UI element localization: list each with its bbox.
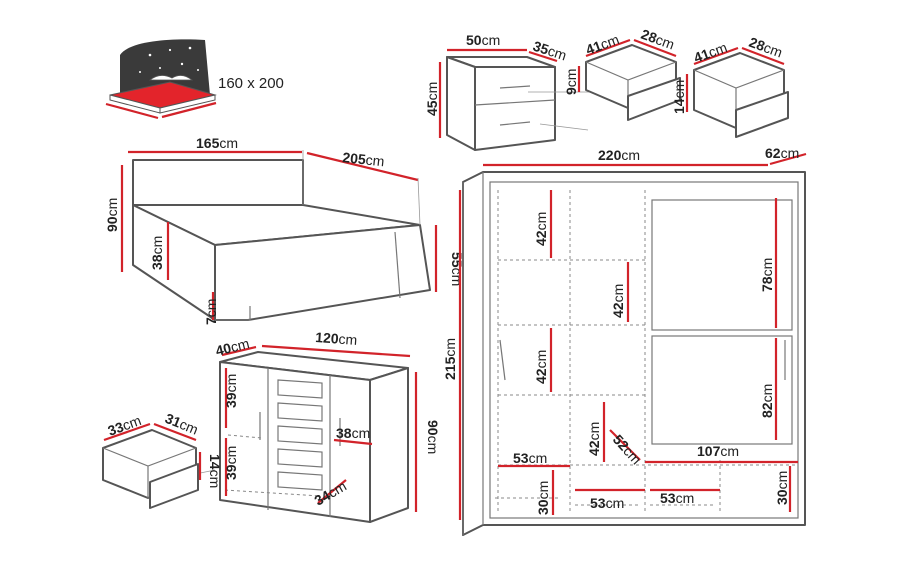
dresser-drawer-fronts: [277, 379, 323, 491]
drawer-upper-height-label: 9cm: [563, 69, 579, 95]
dresser-drawer-depth-label: 34cm: [312, 478, 350, 509]
dresser-drawer-front: [149, 463, 199, 509]
dresser-shelf-upper-label: 39cm: [223, 374, 239, 408]
dresser-width-label: 120cm: [315, 329, 358, 348]
wardrobe-mirror-upper: [651, 199, 793, 331]
wardrobe-door-handle: [499, 339, 506, 381]
star: [180, 62, 184, 66]
wardrobe-bottom-right-width-label: 107cm: [697, 443, 739, 459]
dresser-drawer-width-label-2: 33cm: [106, 412, 144, 439]
wardrobe-hanging-upper-label: 78cm: [759, 258, 775, 292]
drawer-lower-depth-line: [741, 46, 785, 66]
nightstand-width-label: 50cm: [466, 32, 500, 48]
bed-frame-height-label: 38cm: [149, 236, 165, 270]
dresser-depth-label: 40cm: [214, 335, 251, 359]
nightstand-side: [446, 56, 476, 151]
bed-drawing: [132, 159, 431, 321]
wardrobe-bottom-mid-2-label: 53cm: [660, 490, 694, 506]
dresser-leader-line: [224, 489, 321, 497]
wardrobe-height-label: 215cm: [442, 338, 458, 380]
mattress-side: [159, 94, 216, 114]
wardrobe-shelf-2-label: 42cm: [610, 284, 626, 318]
dresser-drawer-width-line: [333, 438, 373, 446]
nightstand-handle: [499, 121, 531, 126]
wardrobe-bottom-mid-1-label: 53cm: [590, 495, 624, 511]
drawer-upper-drawing: [585, 44, 681, 121]
wardrobe-shelf-1-label: 42cm: [533, 212, 549, 246]
wardrobe-shell: [462, 171, 806, 536]
bed-length-line: [306, 151, 419, 182]
dresser-drawer-edge: [102, 447, 197, 498]
dresser-drawer-depth-label-2: 31cm: [163, 410, 201, 438]
wardrobe-depth-label: 62cm: [765, 145, 799, 161]
drawer-lower-width-line: [693, 46, 739, 66]
nightstand-depth-label: 35cm: [531, 38, 569, 64]
dresser-drawer-drawing: [102, 429, 199, 509]
bed-leg: [215, 306, 251, 321]
bed-leg-height-label: 7cm: [203, 299, 219, 325]
nightstand-front: [474, 66, 556, 151]
wardrobe-mirror-lower: [651, 335, 793, 445]
wardrobe-inner-shelf: [498, 259, 798, 466]
bed-length-label: 205cm: [342, 149, 385, 169]
dresser-drawer-width-label: 38cm: [336, 425, 370, 441]
wardrobe-door-frame: [489, 181, 799, 519]
pillow-shape: [148, 75, 194, 81]
wardrobe-bottom-right-height-label: 30cm: [774, 471, 790, 505]
wardrobe-shelf-4-label: 42cm: [586, 422, 602, 456]
bed-foot-post: [394, 231, 401, 299]
drawer-lower-height-label: 14cm: [671, 80, 687, 114]
nightstand-drawer-split: [474, 99, 556, 106]
nightstand-height-label: 45cm: [424, 82, 440, 116]
dresser-drawer-depth-line-2: [153, 422, 197, 442]
bed-footboard: [214, 224, 431, 321]
wardrobe-depth-line: [769, 152, 807, 166]
bed-width-label: 165cm: [196, 135, 238, 151]
nightstand-handle: [499, 85, 531, 89]
drawer-upper-width-label: 41cm: [584, 31, 622, 58]
drawer-upper-depth-label: 28cm: [639, 26, 677, 53]
dresser-side: [369, 367, 409, 523]
wardrobe-hanging-lower-label: 82cm: [759, 384, 775, 418]
dresser-drawing: [165, 351, 409, 523]
drawer-lower-front: [735, 91, 789, 138]
wardrobe-shelf-depth-line: [609, 429, 641, 461]
mattress-dim-line: [105, 102, 159, 120]
star: [159, 67, 161, 69]
mattress-dim-line: [161, 101, 217, 119]
drawer-lower-drawing: [693, 52, 789, 138]
star: [197, 69, 199, 71]
dresser-drawer-depth-line: [317, 479, 347, 504]
star: [168, 48, 172, 52]
bed-headboard: [132, 159, 304, 206]
nightstand-drawing: [446, 56, 590, 151]
wardrobe-drawing: [462, 171, 806, 536]
bed-height-label: 90cm: [104, 198, 120, 232]
bed-extension-line: [302, 150, 421, 226]
wardrobe-width-label: 220cm: [598, 147, 640, 163]
dresser-height-label: 90cm: [425, 420, 441, 454]
nightstand-depth-line: [528, 50, 558, 63]
dresser-shelf-lower-label: 39cm: [223, 446, 239, 480]
drawer-upper-front: [627, 77, 681, 121]
star: [148, 53, 152, 57]
drawer-lower-depth-label: 28cm: [747, 34, 785, 61]
drawer-lower-width-label: 41cm: [692, 39, 730, 66]
star: [139, 71, 141, 73]
drawer-upper-depth-line: [633, 38, 677, 58]
mattress-icon: [105, 39, 217, 120]
drawer-upper-width-line: [585, 38, 631, 58]
mattress-size-label: 160 x 200: [218, 75, 284, 92]
dresser-width-line: [261, 344, 411, 358]
dresser-drawer-width-line-2: [103, 422, 151, 442]
dresser-depth-line: [221, 345, 257, 357]
wardrobe-shelf-3-label: 42cm: [533, 350, 549, 384]
wardrobe-bottom-left-width-label: 53cm: [513, 450, 547, 466]
star: [188, 46, 192, 50]
wardrobe-bottom-drawer: [495, 497, 715, 506]
wardrobe-bottom-left-height-label: 30cm: [535, 481, 551, 515]
dresser-drawer-height-label-2: 14cm: [207, 454, 223, 488]
